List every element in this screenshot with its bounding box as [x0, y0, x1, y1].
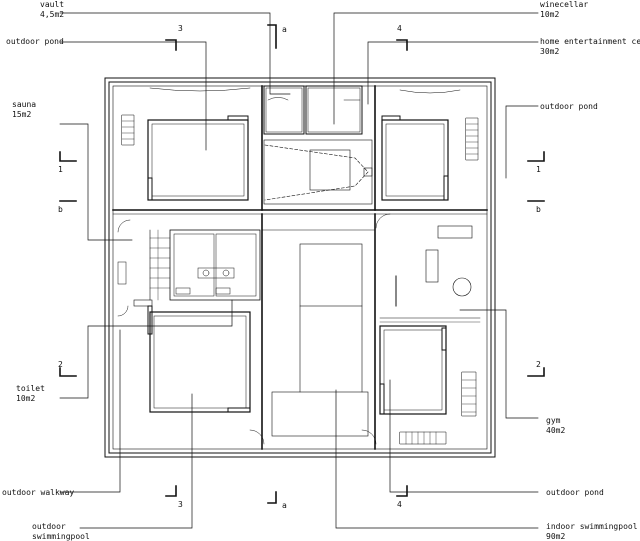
toilet-room — [117, 219, 261, 317]
vault-label: vault 4,5m2 — [40, 0, 64, 20]
section-mark-4-bottom: 4 — [397, 500, 402, 509]
sauna-area: 15m2 — [12, 110, 32, 119]
outdoor-swimmingpool-label: outdoor swimmingpool — [32, 522, 90, 541]
gym-label: gym 40m2 — [546, 416, 565, 436]
vault-name: vault — [40, 0, 65, 9]
winecellar-name: winecellar — [540, 0, 589, 9]
outdoor-walkway-name: outdoor walkway — [2, 488, 75, 497]
toilet-label: toilet 10m2 — [16, 384, 45, 404]
vault-room — [263, 85, 305, 135]
interior-walls — [112, 85, 488, 450]
indoor-swimmingpool-name: indoor swimmingpool — [546, 522, 638, 531]
section-mark-2-left: 2 — [58, 360, 63, 369]
indoor-swimmingpool-label: indoor swimmingpool 90m2 — [546, 522, 638, 541]
home-entertainment-label: home entertainment center 30m2 — [540, 37, 640, 57]
section-mark-2-right: 2 — [536, 360, 541, 369]
section-mark-3-bottom: 3 — [178, 500, 183, 509]
outdoor-swimmingpool-name: outdoor — [32, 522, 66, 531]
outdoor-pond-right-name: outdoor pond — [540, 102, 598, 111]
outdoor-pond-topleft-label: outdoor pond — [6, 37, 64, 47]
top-right-room — [381, 89, 479, 201]
leader-lines — [59, 12, 539, 529]
toilet-area: 10m2 — [16, 394, 36, 403]
sauna-label: sauna 15m2 — [12, 100, 36, 120]
outdoor-pond-bottom-label: outdoor pond — [546, 488, 604, 498]
section-mark-3-top: 3 — [178, 24, 183, 33]
gym-room — [375, 213, 481, 323]
sauna-room — [121, 87, 251, 201]
winecellar-label: winecellar 10m2 — [540, 0, 588, 20]
outdoor-swimmingpool-area: swimmingpool — [32, 532, 90, 541]
section-mark-4-top: 4 — [397, 24, 402, 33]
exterior-walls — [104, 77, 496, 458]
home-entertainment-area: 30m2 — [540, 47, 560, 56]
indoor-swimmingpool-area: 90m2 — [546, 532, 566, 541]
indoor-swimmingpool — [271, 243, 377, 445]
section-mark-a-top: a — [282, 25, 287, 34]
outdoor-pond-bottom-name: outdoor pond — [546, 488, 604, 497]
bottom-left-room — [133, 299, 265, 445]
section-markers — [59, 24, 545, 504]
section-mark-a-bottom: a — [282, 501, 287, 510]
bottom-right-room — [379, 325, 477, 445]
outdoor-walkway-label: outdoor walkway — [2, 488, 74, 498]
section-mark-1-right: 1 — [536, 165, 541, 174]
home-entertainment-room — [263, 139, 373, 205]
toilet-name: toilet — [16, 384, 45, 393]
home-entertainment-name: home entertainment center — [540, 37, 640, 46]
vault-area: 4,5m2 — [40, 10, 65, 19]
section-mark-1-left: 1 — [58, 165, 63, 174]
winecellar-area: 10m2 — [540, 10, 560, 19]
section-mark-b-left: b — [58, 205, 63, 214]
gym-name: gym — [546, 416, 561, 425]
sauna-name: sauna — [12, 100, 37, 109]
section-mark-b-right: b — [536, 205, 541, 214]
outdoor-pond-topleft-name: outdoor pond — [6, 37, 64, 46]
outdoor-pond-right-label: outdoor pond — [540, 102, 598, 112]
gym-area: 40m2 — [546, 426, 566, 435]
